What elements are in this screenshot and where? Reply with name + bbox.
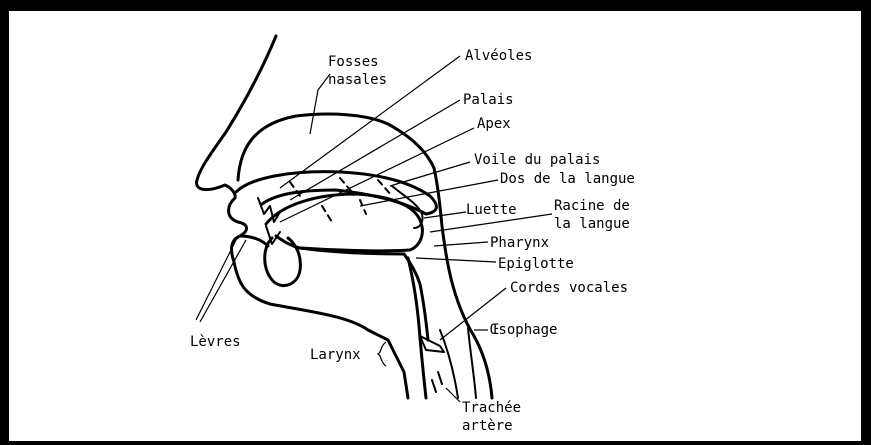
label-luette: Luette xyxy=(466,202,517,218)
vocal-cords xyxy=(420,336,444,352)
label-apex: Apex xyxy=(477,116,511,132)
label-epiglotte: Epiglotte xyxy=(498,256,574,272)
label-pharynx: Pharynx xyxy=(490,235,549,251)
label-trachee-1: Trachée xyxy=(462,400,521,416)
label-trachee-2: artère xyxy=(462,418,513,434)
label-larynx: Larynx xyxy=(310,347,361,363)
label-fosses-nasales-2: nasales xyxy=(328,72,387,88)
lower-jaw xyxy=(265,238,301,286)
label-fosses-nasales-1: Fosses xyxy=(328,54,379,70)
label-levres: Lèvres xyxy=(190,334,241,350)
label-palais: Palais xyxy=(463,92,514,108)
tongue xyxy=(266,194,422,251)
label-oesophage: Œsophage xyxy=(490,322,557,338)
label-alveoles: Alvéoles xyxy=(465,48,532,64)
trachea-marks xyxy=(432,372,442,392)
label-racine-2: la langue xyxy=(554,216,630,232)
label-cordes-vocales: Cordes vocales xyxy=(510,280,628,296)
label-voile-du-palais: Voile du palais xyxy=(474,152,600,168)
label-dos-de-la-langue: Dos de la langue xyxy=(500,171,635,187)
oesophagus xyxy=(440,328,476,398)
label-racine-1: Racine de xyxy=(554,198,630,214)
